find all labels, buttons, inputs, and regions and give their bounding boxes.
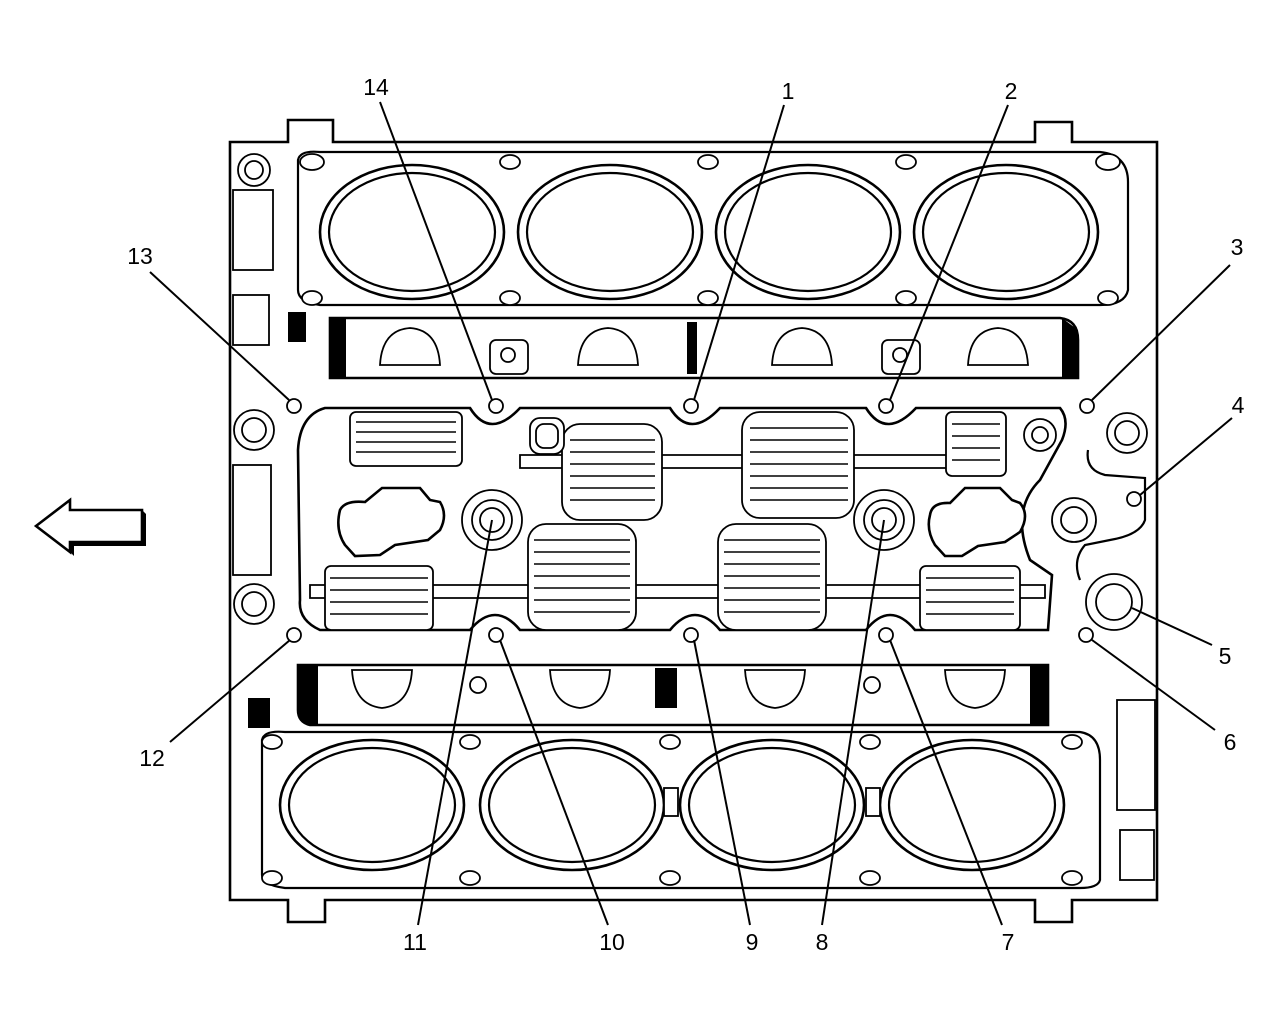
callout-4: 4 <box>1232 392 1245 418</box>
bolt-holes <box>286 398 1142 643</box>
callout-12: 12 <box>139 745 165 771</box>
callout-5: 5 <box>1219 643 1232 669</box>
callout-3: 3 <box>1231 234 1244 260</box>
lower-lifter-gallery <box>248 663 1050 728</box>
direction-arrow-left-icon <box>33 497 146 556</box>
bolt-bosses <box>233 153 1148 631</box>
callout-1: 1 <box>782 78 795 104</box>
top-cylinder-bores <box>299 153 1121 306</box>
bearing-caps <box>324 411 1027 631</box>
callout-7: 7 <box>1002 929 1015 955</box>
callout-10: 10 <box>599 929 625 955</box>
upper-lifter-gallery <box>288 312 1080 380</box>
bottom-cylinder-bores <box>261 734 1083 886</box>
callout-9: 9 <box>746 929 759 955</box>
callout-13: 13 <box>127 243 153 269</box>
callout-14: 14 <box>363 74 389 100</box>
callout-labels: 1 2 3 4 5 6 7 8 9 10 11 12 13 14 <box>127 74 1244 955</box>
callout-2: 2 <box>1005 78 1018 104</box>
leader-lines <box>149 101 1233 926</box>
callout-11: 11 <box>403 929 427 955</box>
callout-8: 8 <box>816 929 829 955</box>
callout-6: 6 <box>1224 729 1237 755</box>
